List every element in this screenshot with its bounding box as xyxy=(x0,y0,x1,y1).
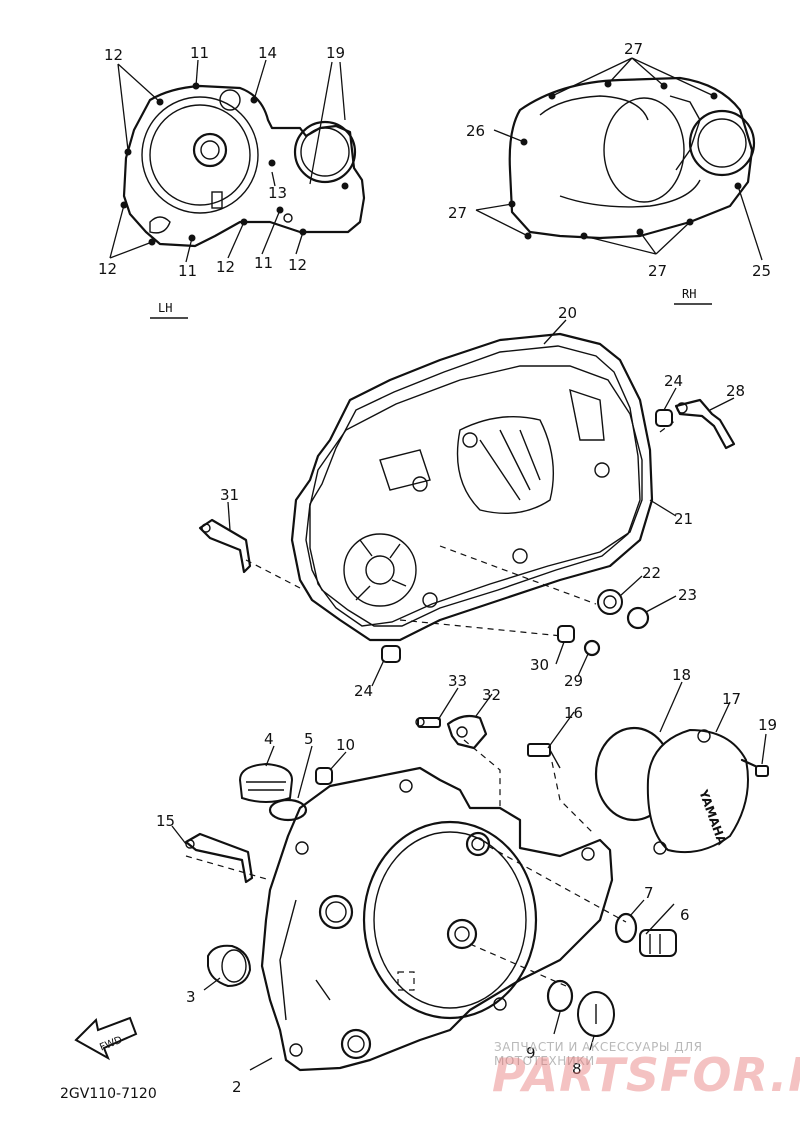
callout-11: 11 xyxy=(190,44,209,62)
callout-12: 12 xyxy=(98,260,117,278)
callout-31: 31 xyxy=(220,486,239,504)
callout-33: 33 xyxy=(448,672,467,690)
callout-32: 32 xyxy=(482,686,501,704)
callout-11: 11 xyxy=(178,262,197,280)
callout-30: 30 xyxy=(530,656,549,674)
rh-crankcase-cover-outline xyxy=(508,76,756,240)
callout-28: 28 xyxy=(726,382,745,400)
callout-24: 24 xyxy=(664,372,683,390)
callout-23: 23 xyxy=(678,586,697,604)
hose-bracket-28 xyxy=(674,398,736,450)
crankcase-cover-middle xyxy=(290,332,654,642)
crankcase-cover-bottom xyxy=(260,766,614,1072)
clip-15 xyxy=(184,832,254,884)
middle-dashed-lines xyxy=(245,419,677,637)
holder-32 xyxy=(446,714,488,750)
fwd-arrow-icon: FWD xyxy=(74,1016,138,1061)
oil-filler-cap-4 xyxy=(238,762,294,803)
callout-18: 18 xyxy=(672,666,691,684)
lh-crankcase-cover-outline xyxy=(122,84,366,248)
callout-16: 16 xyxy=(564,704,583,722)
oring-29 xyxy=(583,639,601,657)
callout-12: 12 xyxy=(288,256,307,274)
gasket-21 xyxy=(309,365,643,627)
callout-26: 26 xyxy=(466,122,485,140)
callout-9: 9 xyxy=(526,1044,536,1062)
plug-3 xyxy=(207,944,252,988)
oil-seal-22 xyxy=(597,589,623,615)
callout-6: 6 xyxy=(680,906,690,924)
callout-15: 15 xyxy=(156,812,175,830)
callout-27: 27 xyxy=(448,204,467,222)
callout-12: 12 xyxy=(216,258,235,276)
lh-cover-bolt-dots xyxy=(120,82,349,246)
callout-21: 21 xyxy=(674,510,693,528)
clip-31 xyxy=(198,518,252,574)
callout-27: 27 xyxy=(624,40,643,58)
callout-12: 12 xyxy=(104,46,123,64)
callout-17: 17 xyxy=(722,690,741,708)
callout-2: 2 xyxy=(232,1078,242,1096)
cover-17: YAMAHA xyxy=(646,728,749,855)
lh-leader-lines xyxy=(109,59,346,263)
callout-11: 11 xyxy=(254,254,273,272)
diagram-code: 2GV110-7120 xyxy=(60,1086,157,1102)
bottom-dashed-lines xyxy=(185,739,627,987)
plug-6 xyxy=(639,929,677,957)
callout-3: 3 xyxy=(186,988,196,1006)
watermark-tagline: ЗАПЧАСТИ И АКСЕССУАРЫ ДЛЯ МОТОТЕХНИКИ xyxy=(494,1040,703,1068)
dowel-pin-30 xyxy=(557,625,575,643)
oring-5 xyxy=(268,798,308,822)
bolt-16 xyxy=(527,743,561,769)
callout-25: 25 xyxy=(752,262,771,280)
leader-lines-lower xyxy=(171,319,767,1071)
callout-10: 10 xyxy=(336,736,355,754)
callout-5: 5 xyxy=(304,730,314,748)
callout-19: 19 xyxy=(758,716,777,734)
callout-numbers: 12 11 14 19 13 12 11 12 11 12 27 26 27 2… xyxy=(98,40,777,1096)
oring-9 xyxy=(546,979,574,1013)
callout-20: 20 xyxy=(558,304,577,322)
callout-24: 24 xyxy=(354,682,373,700)
circlip-23 xyxy=(626,606,650,630)
callout-29: 29 xyxy=(564,672,583,690)
dowel-pin-24-bottom xyxy=(381,645,401,663)
callout-7: 7 xyxy=(644,884,654,902)
callout-4: 4 xyxy=(264,730,274,748)
rh-leader-lines xyxy=(475,57,763,261)
screw-19-bottom xyxy=(740,758,769,777)
callout-22: 22 xyxy=(642,564,661,582)
plug-8 xyxy=(577,991,615,1037)
callout-13: 13 xyxy=(268,184,287,202)
bolt-33 xyxy=(415,717,441,728)
callout-27: 27 xyxy=(648,262,667,280)
watermark-logo: PARTSFOR.RU xyxy=(492,1048,800,1102)
callout-19: 19 xyxy=(326,44,345,62)
callout-14: 14 xyxy=(258,44,277,62)
dowel-pin-10 xyxy=(315,767,333,785)
dowel-pin-24-top xyxy=(655,409,673,427)
callout-8: 8 xyxy=(572,1060,582,1078)
side-label-lh: LH xyxy=(158,301,172,315)
side-label-rh: RH xyxy=(682,287,696,301)
gasket-7 xyxy=(614,912,638,944)
